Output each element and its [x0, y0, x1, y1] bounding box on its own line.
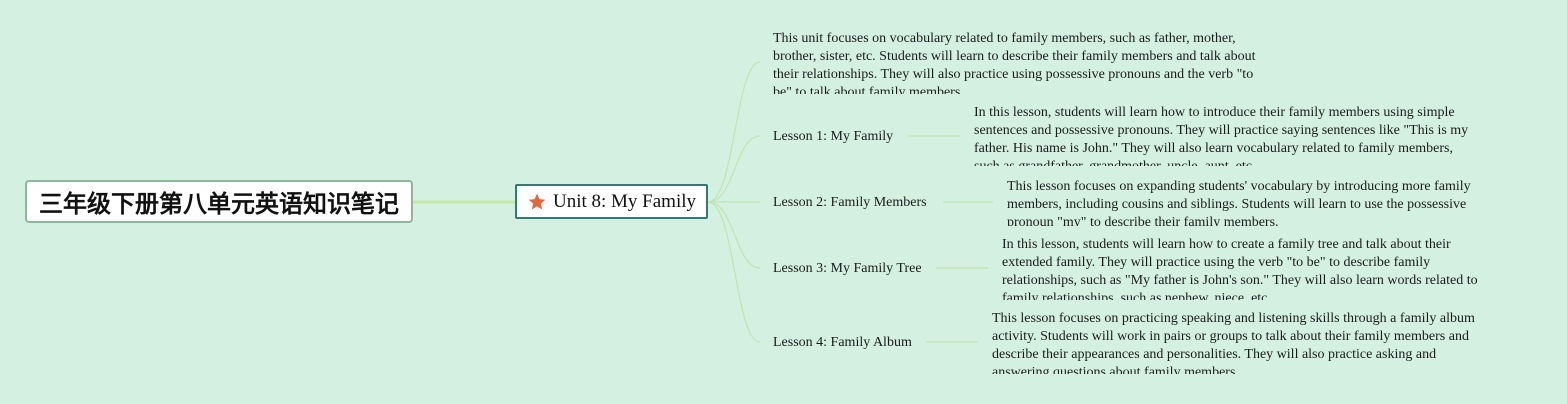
unit-title: Unit 8: My Family	[552, 190, 697, 212]
unit-lesson4-connector	[707, 201, 761, 343]
lesson-1-node[interactable]: Lesson 1: My Family	[773, 129, 894, 144]
root-node[interactable]: 三年级下册第八单元英语知识笔记	[25, 180, 413, 223]
lesson-1-description: In this lesson, students will learn how …	[974, 105, 1469, 166]
lesson-3-description: In this lesson, students will learn how …	[1002, 237, 1478, 300]
unit-node[interactable]: Unit 8: My Family	[515, 184, 708, 219]
overview-description: This unit focuses on vocabulary related …	[773, 31, 1256, 94]
unit-overview-connector	[707, 61, 761, 203]
unit-lesson1-connector	[707, 135, 761, 203]
lesson-2-node[interactable]: Lesson 2: Family Members	[773, 195, 927, 210]
lesson-4-description: This lesson focuses on practicing speaki…	[992, 311, 1475, 374]
root-title: 三年级下册第八单元英语知识笔记	[39, 190, 399, 218]
lesson-4-node[interactable]: Lesson 4: Family Album	[773, 335, 912, 350]
lesson-3-node[interactable]: Lesson 3: My Family Tree	[773, 261, 922, 276]
star-icon	[528, 193, 546, 209]
lesson-2-description: This lesson focuses on expanding student…	[1007, 179, 1471, 226]
unit-lesson3-connector	[707, 201, 761, 269]
